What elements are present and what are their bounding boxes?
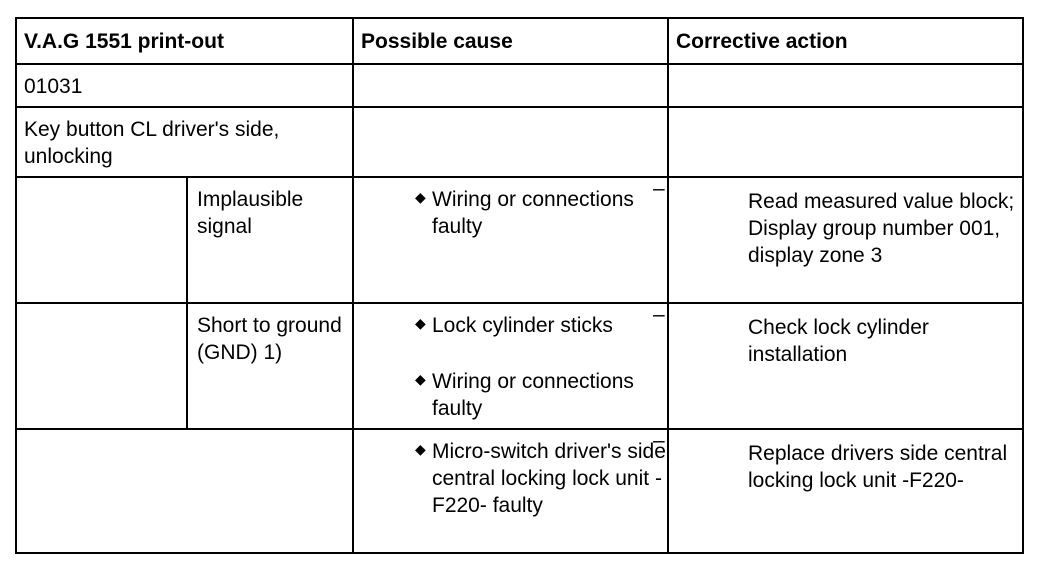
empty-cell xyxy=(667,63,1024,108)
empty-cell xyxy=(667,106,1024,178)
action-cell: – Replace drivers side central locking l… xyxy=(653,428,1024,554)
dash-icon: – xyxy=(653,303,665,326)
dash-icon: – xyxy=(653,177,665,200)
table-row: Short to ground (GND) 1) ◆ Lock cylinder… xyxy=(15,302,1024,430)
fault-table: V.A.G 1551 print-out Possible cause Corr… xyxy=(15,17,1024,554)
cause-item: ◆ Micro-switch driver's side central loc… xyxy=(415,438,667,519)
header-row: V.A.G 1551 print-out Possible cause Corr… xyxy=(15,17,1024,65)
table-row: Key button CL driver's side, unlocking xyxy=(15,106,1024,178)
fault-type-cell: Short to ground (GND) 1) xyxy=(186,302,354,430)
table-row: 01031 xyxy=(15,63,1024,108)
action-item: – Read measured value block; Display gro… xyxy=(653,177,1015,267)
fault-type: Short to ground (GND) 1) xyxy=(197,314,342,364)
cause-item: ◆ Wiring or connections faulty xyxy=(415,186,667,240)
header-action: Corrective action xyxy=(667,17,1024,65)
component-cell: Key button CL driver's side, unlocking xyxy=(15,106,354,178)
cause-item: ◆ Lock cylinder sticks xyxy=(415,312,667,339)
action-cell: – Check lock cylinder installation xyxy=(653,302,1024,430)
bullet-icon: ◆ xyxy=(415,315,426,331)
fault-code-cell: 01031 xyxy=(15,63,354,108)
empty-cell xyxy=(352,106,669,178)
action-item: – Replace drivers side central locking l… xyxy=(653,429,1008,492)
bullet-icon: ◆ xyxy=(415,441,426,457)
empty-cell xyxy=(15,302,188,430)
fault-table-document: V.A.G 1551 print-out Possible cause Corr… xyxy=(15,17,1024,554)
table-row: Implausible signal ◆ Wiring or connectio… xyxy=(15,176,1024,304)
header-printout: V.A.G 1551 print-out xyxy=(15,17,354,65)
action-cell: – Read measured value block; Display gro… xyxy=(653,176,1024,304)
table-row: ◆ Micro-switch driver's side central loc… xyxy=(15,428,1024,554)
dash-icon: – xyxy=(653,429,665,452)
fault-code: 01031 xyxy=(24,75,83,98)
fault-type: Implausible signal xyxy=(197,188,304,238)
fault-type-cell: Implausible signal xyxy=(186,176,354,304)
empty-cell xyxy=(352,63,669,108)
empty-cell xyxy=(15,176,188,304)
bullet-icon: ◆ xyxy=(415,371,426,387)
action-item: – Check lock cylinder installation xyxy=(653,303,929,366)
cause-cell: ◆ Lock cylinder sticks ◆ Wiring or conne… xyxy=(352,302,669,430)
cause-item: ◆ Wiring or connections faulty xyxy=(415,368,667,422)
cause-cell: ◆ Micro-switch driver's side central loc… xyxy=(352,428,669,554)
bullet-icon: ◆ xyxy=(415,189,426,205)
cause-cell: ◆ Wiring or connections faulty xyxy=(352,176,669,304)
component-name: Key button CL driver's side, unlocking xyxy=(24,118,280,168)
header-cause: Possible cause xyxy=(352,17,669,65)
empty-cell xyxy=(15,428,354,554)
